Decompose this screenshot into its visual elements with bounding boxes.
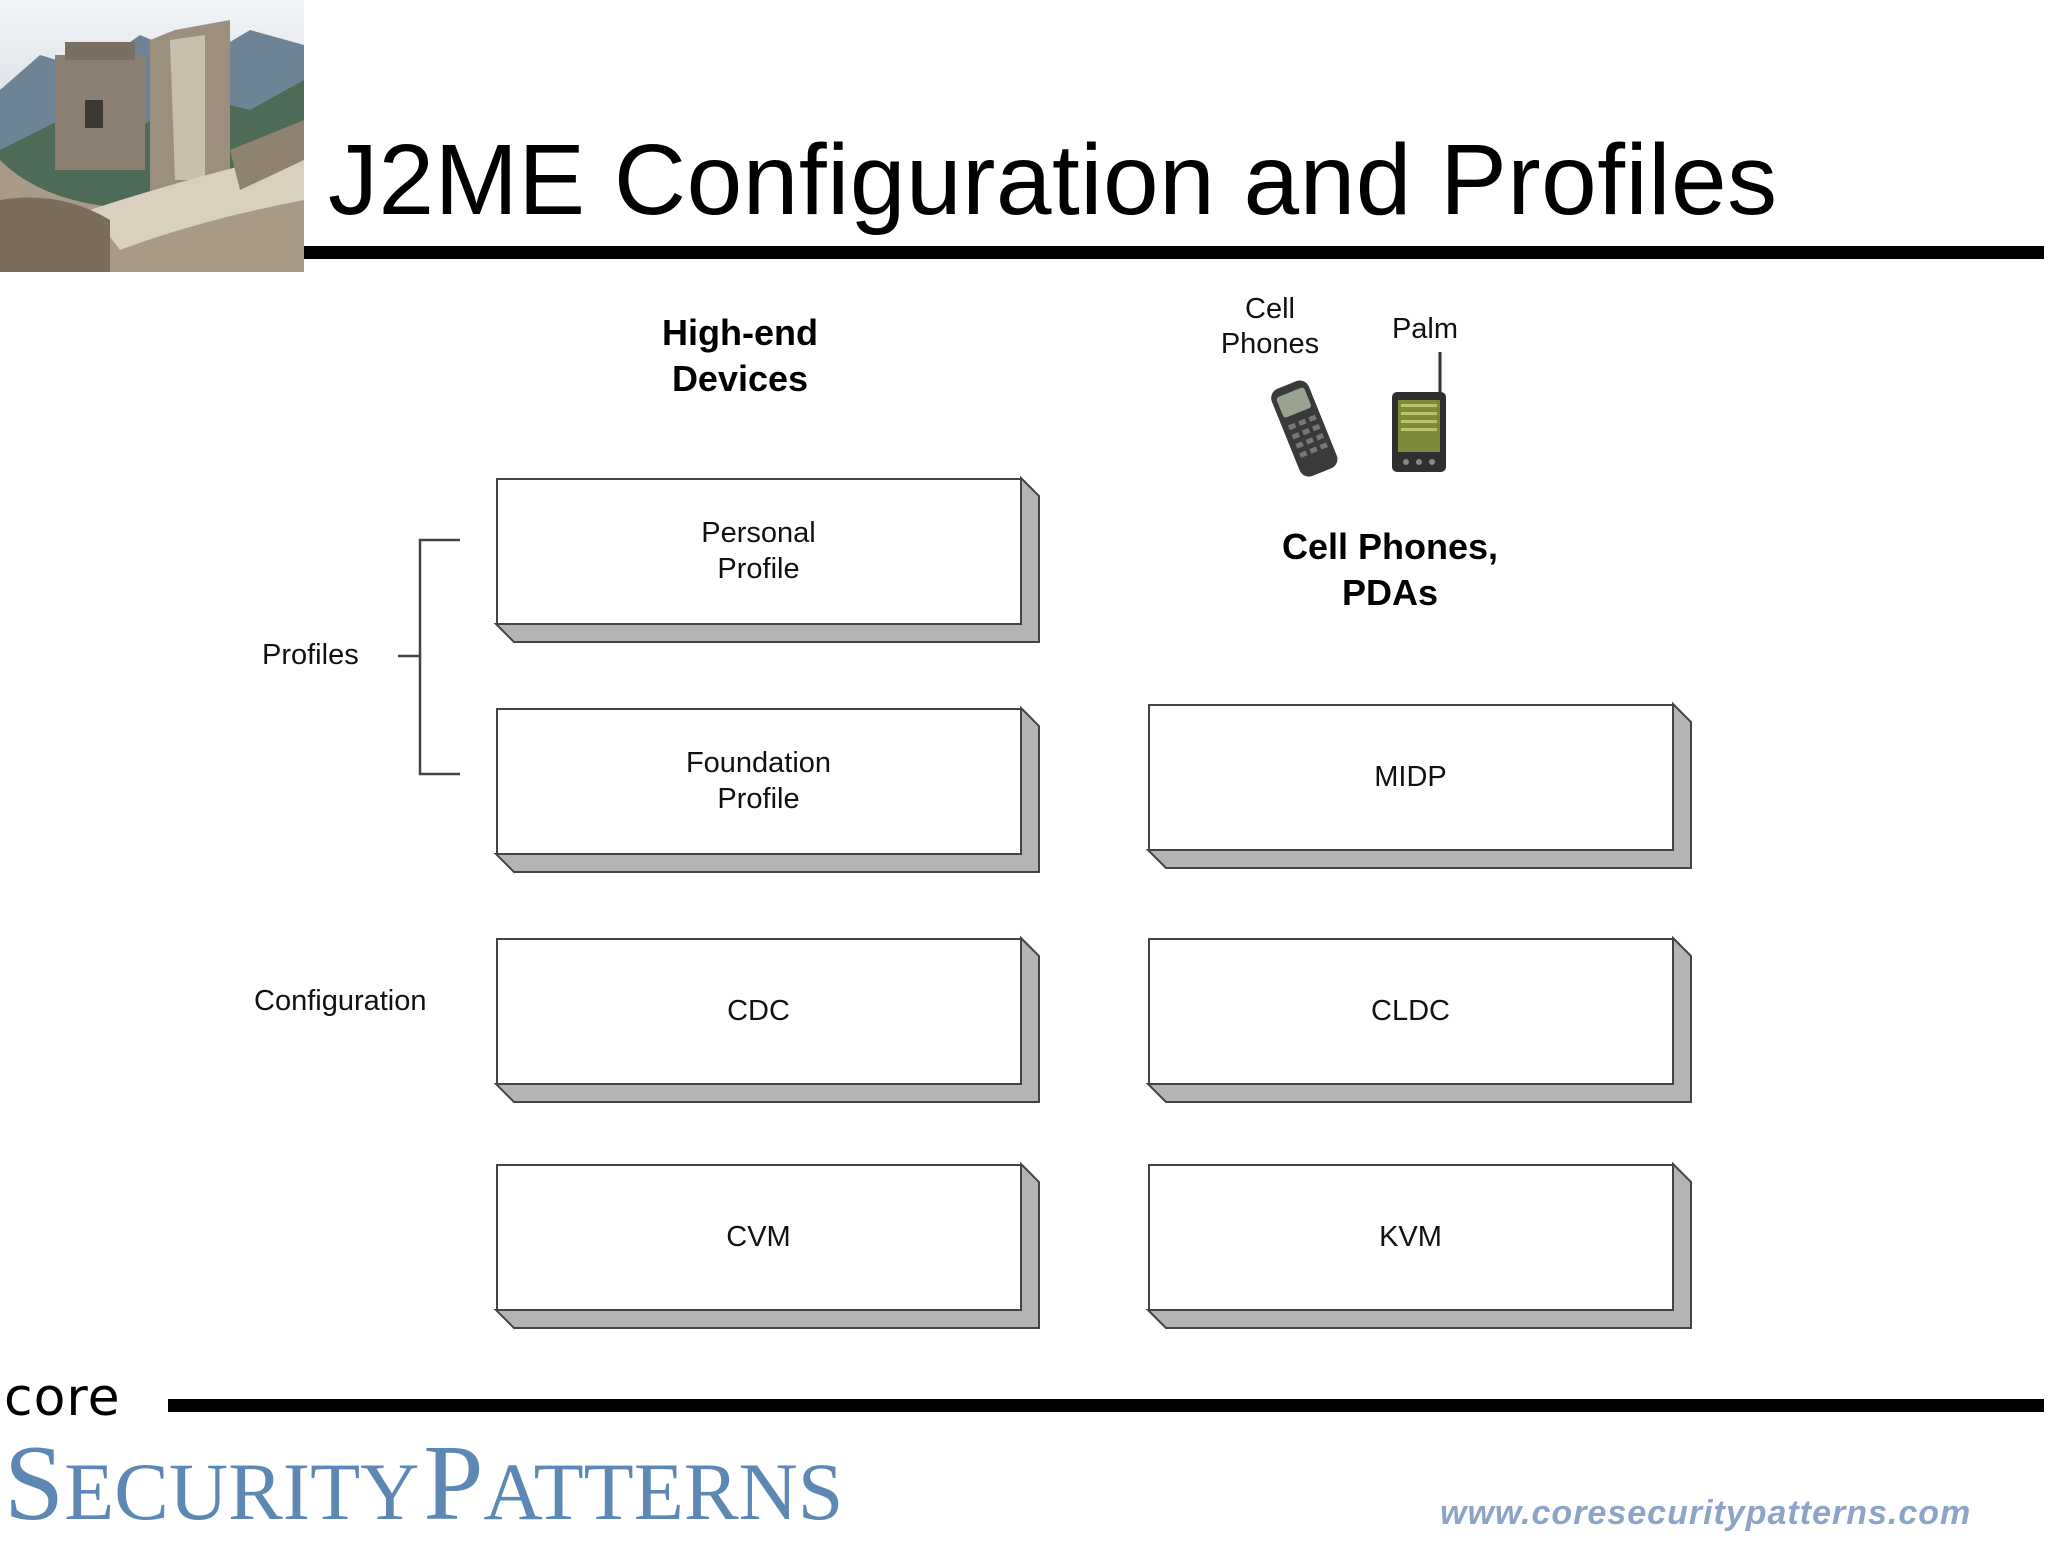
kvm-block: KVM	[1145, 1161, 1693, 1330]
cdc-block: CDC	[493, 935, 1041, 1104]
column-heading-high-end: High-end Devices	[662, 312, 818, 399]
block-frame	[493, 935, 1040, 1103]
block-frame	[493, 705, 1040, 873]
block-frame	[1145, 1161, 1692, 1329]
kvm-label: KVM	[1379, 1221, 1442, 1253]
cell-phone-icon	[1271, 380, 1338, 477]
personal-profile-block: Personal Profile	[493, 475, 1041, 644]
brand-letter-p: P	[423, 1424, 484, 1543]
brand-word-atterns: ATTERNS	[483, 1446, 844, 1537]
footer-url: www.coresecuritypatterns.com	[1440, 1494, 1972, 1532]
cldc-label: CLDC	[1371, 995, 1450, 1027]
brand-word-ecurity: ECURITY	[64, 1446, 420, 1537]
column-heading-cell-phones-pdas: Cell Phones, PDAs	[1281, 526, 1499, 613]
row-label-configuration: Configuration	[254, 985, 427, 1017]
footer-divider	[168, 1399, 2044, 1412]
great-wall-photo	[0, 0, 304, 272]
device-label-palm: Palm	[1391, 313, 1459, 345]
personal-profile-label: Personal Profile	[701, 517, 816, 585]
row-label-profiles: Profiles	[262, 639, 359, 671]
midp-block: MIDP	[1145, 701, 1693, 870]
profiles-bracket	[398, 538, 460, 776]
foundation-profile-label: Foundation Profile	[685, 747, 832, 815]
foundation-profile-block: Foundation Profile	[493, 705, 1041, 874]
footer-logo-security-patterns: SECURITY PATTERNS	[4, 1430, 843, 1538]
cvm-block: CVM	[493, 1161, 1041, 1330]
cldc-block: CLDC	[1145, 935, 1693, 1104]
title-divider	[304, 246, 2044, 259]
block-frame	[493, 1161, 1040, 1329]
midp-label: MIDP	[1374, 761, 1447, 793]
block-frame	[1145, 701, 1692, 869]
device-label-cell-phones: Cell Phones	[1220, 293, 1320, 360]
block-frame	[1145, 935, 1692, 1103]
block-frame	[493, 475, 1040, 643]
footer-logo-core: core	[4, 1368, 121, 1428]
cdc-label: CDC	[727, 995, 790, 1027]
slide-title: J2ME Configuration and Profiles	[328, 124, 1778, 236]
cvm-label: CVM	[726, 1221, 791, 1253]
brand-letter-s: S	[4, 1424, 65, 1543]
palm-device-icon	[1392, 352, 1446, 472]
